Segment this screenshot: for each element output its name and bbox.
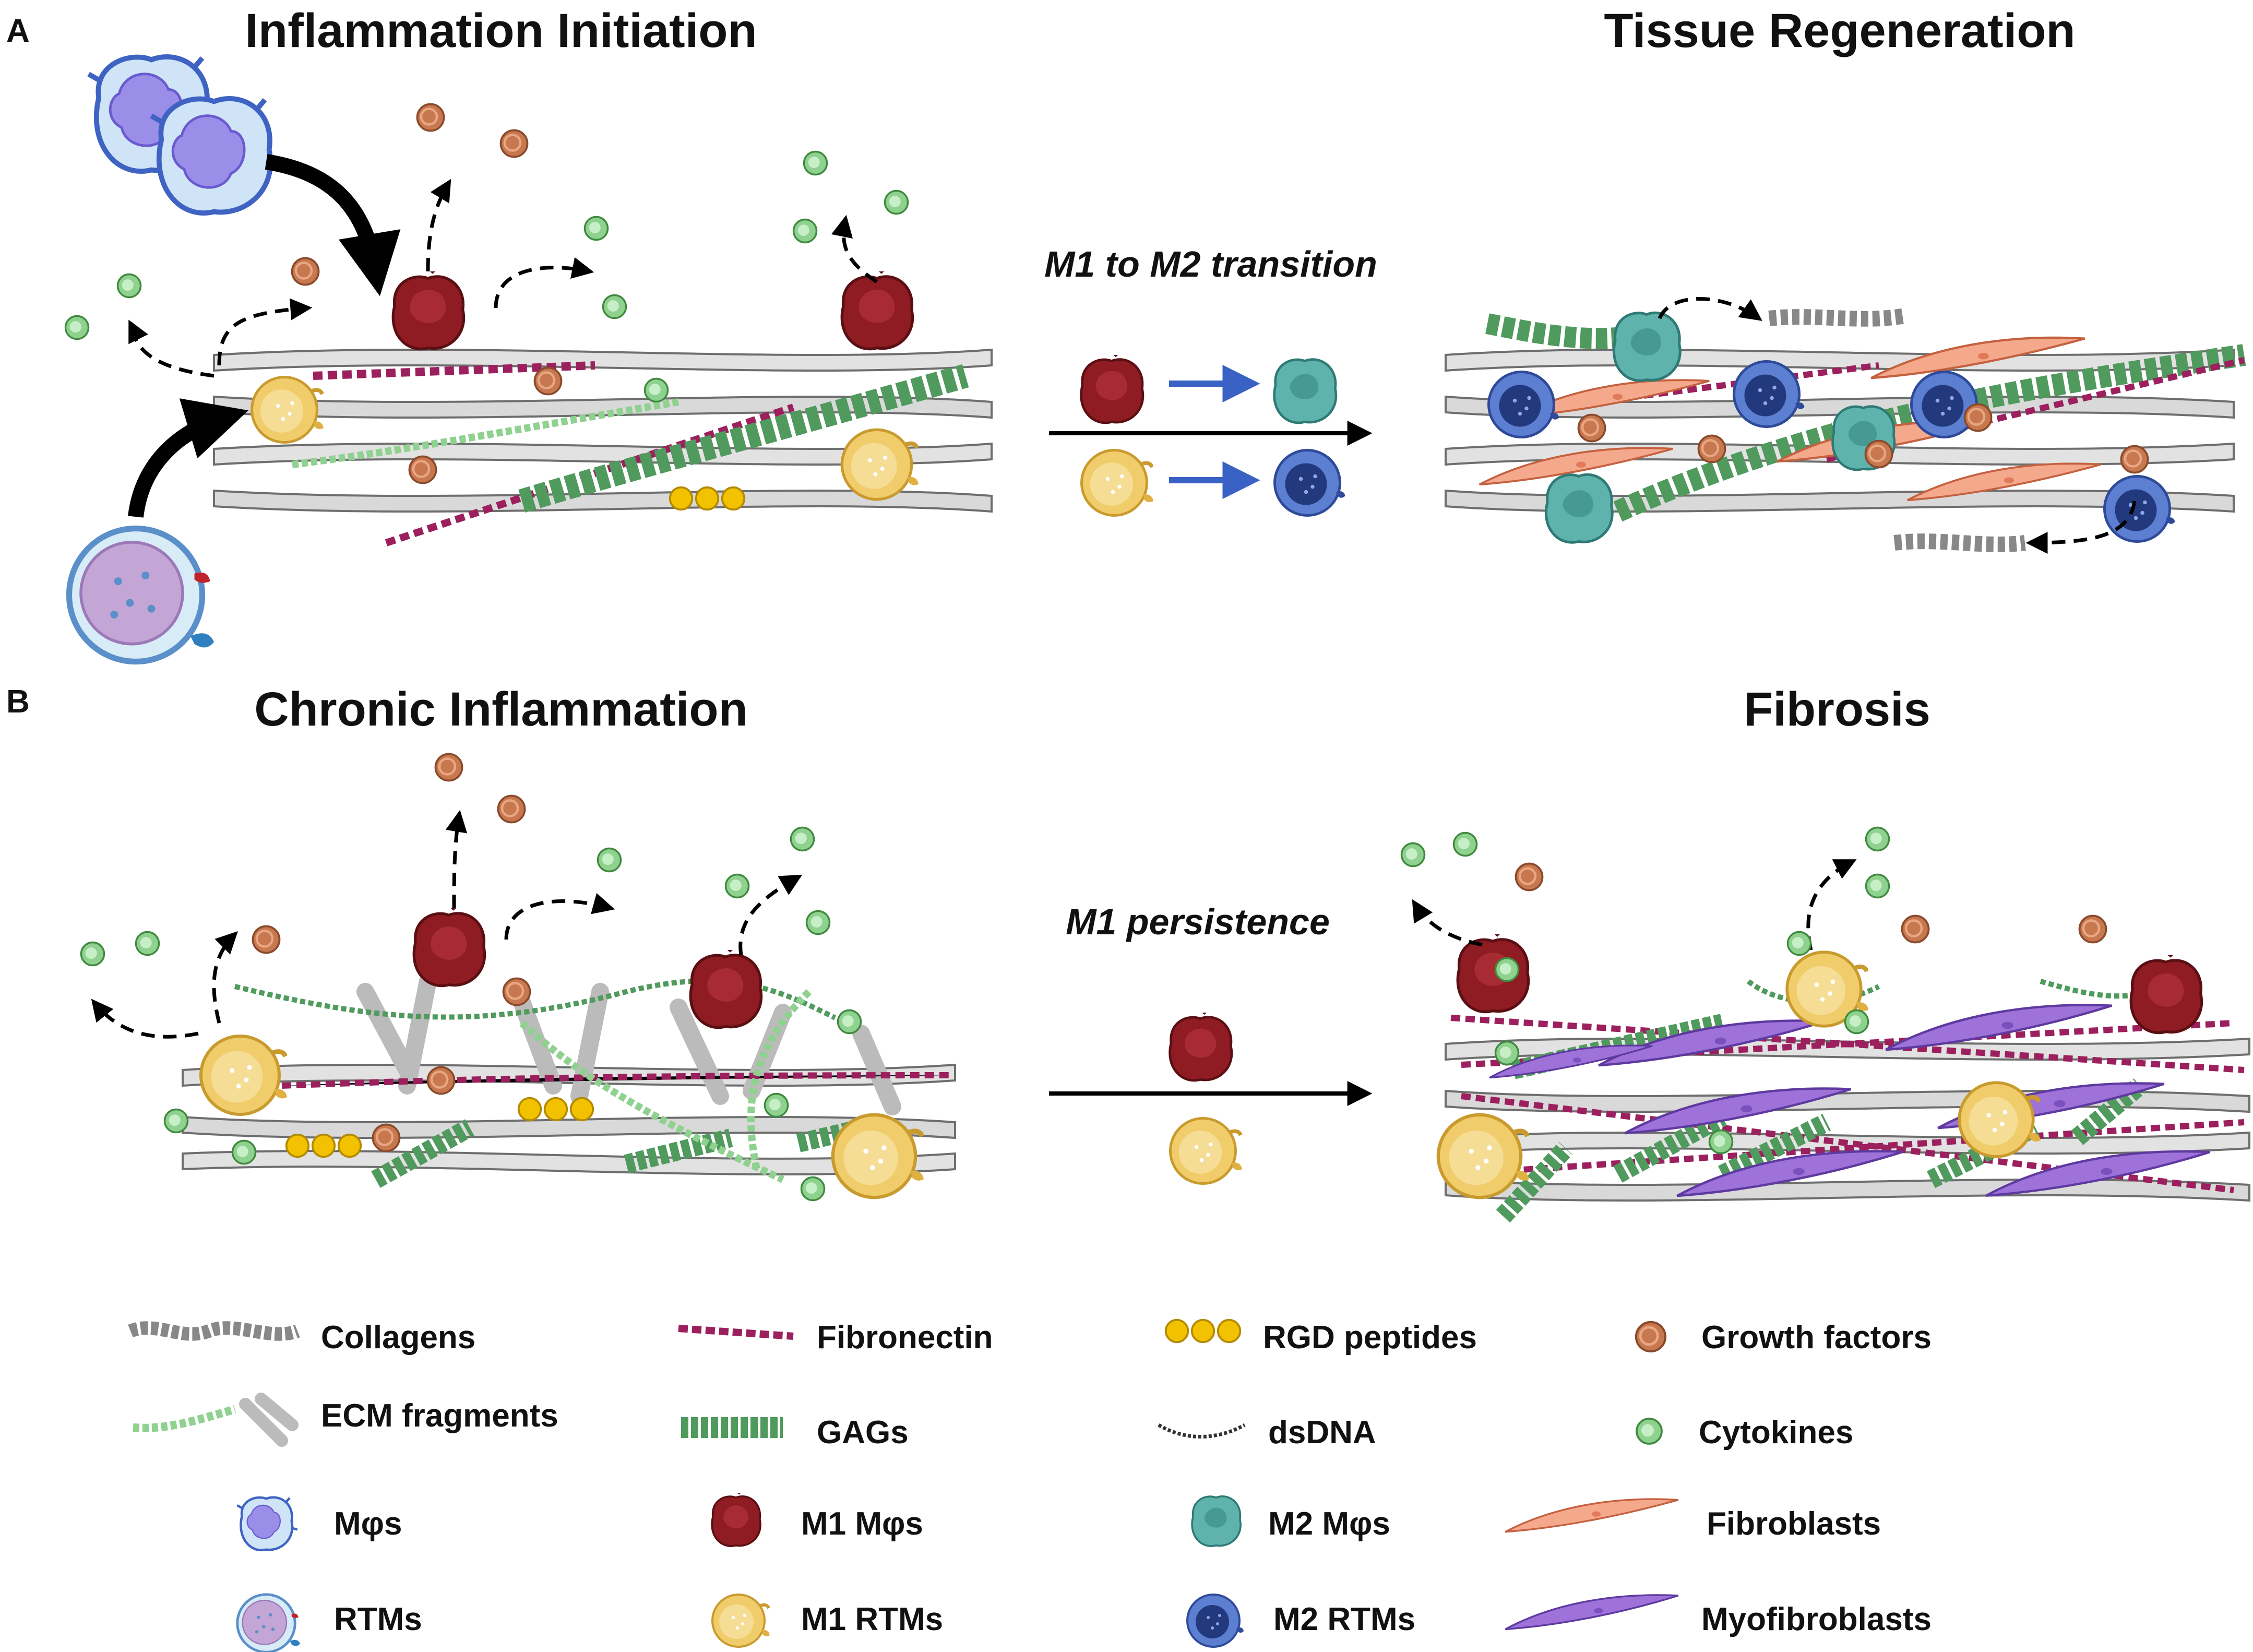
legend-item-m2-rtms: M2 RTMs [1186,1594,1415,1648]
legend-label: Collagens [321,1320,475,1356]
legend-label: M2 Mφs [1268,1506,1390,1542]
panel-b-right-title: Fibrosis [1744,683,1930,736]
legend-label: RGD peptides [1263,1320,1477,1356]
legend-label: Growth factors [1701,1320,1932,1356]
ecm-fragments-icon [133,1405,236,1432]
legend-label: M1 RTMs [801,1601,943,1637]
m2-rtm-cell [1275,450,1345,516]
m1-macrophage-cell [1170,1009,1232,1080]
m2-macrophage-cell [1274,360,1336,423]
dsdna-icon [1158,1423,1246,1439]
legend-item-macrophages: Mφs [237,1498,402,1550]
m2-rtm-cell [2105,477,2175,542]
cytokine-icon [1636,1418,1663,1445]
legend-label: Fibronectin [817,1320,993,1356]
legend-item-myofibroblasts: Myofibroblasts [1505,1595,1932,1637]
legend: Collagens Fibronectin RGD peptides Growt… [128,1318,1932,1652]
m1-rtm-cell [1171,1119,1243,1184]
myofibroblast-icon [1505,1595,1678,1629]
collagen-icon [128,1321,300,1341]
legend-item-dsdna: dsDNA [1158,1415,1376,1451]
legend-item-rgd-peptides: RGD peptides [1164,1318,1477,1356]
m2-rtm-cell [1734,362,1805,427]
secretion-arrows-a-left [128,179,878,378]
m2-macrophage-cell [1546,474,1612,542]
panel-letter-b: B [6,684,30,720]
m1-to-m2-transition-label: M1 to M2 transition [1044,244,1377,284]
m1-rtm-icon [712,1595,770,1647]
legend-item-collagens: Collagens [128,1320,475,1356]
panel-a-left-title: Inflammation Initiation [245,4,757,57]
legend-item-fibronectin: Fibronectin [678,1320,993,1356]
panel-b-left-title: Chronic Inflammation [254,683,748,736]
legend-label: Mφs [334,1506,402,1542]
rtm-icon [237,1595,300,1652]
legend-label: Myofibroblasts [1701,1601,1932,1637]
fibronectin-icon [678,1325,794,1340]
m1-macrophage-cell [1081,352,1143,423]
legend-item-m2-macrophages: M2 Mφs [1191,1495,1390,1547]
legend-label: Cytokines [1699,1415,1853,1451]
legend-label: ECM fragments [321,1398,558,1434]
m1-macrophage-cell [414,905,484,985]
legend-item-rtms: RTMs [237,1595,422,1652]
legend-item-cytokines: Cytokines [1636,1415,1853,1451]
m1-persistence-label: M1 persistence [1066,901,1330,942]
m1-rtm-cell [201,1036,287,1114]
legend-label: M2 RTMs [1273,1601,1415,1637]
legend-item-growth-factors: Growth factors [1636,1320,1932,1356]
m1-rtm-cell [842,430,919,499]
m2-rtm-cell [1489,372,1559,437]
legend-label: GAGs [817,1415,909,1451]
recruitment-arrow [265,154,401,296]
differentiation-arrow [128,398,248,518]
legend-item-ecm-fragments: ECM fragments [133,1393,558,1447]
m1-rtm-cell [1082,450,1154,516]
legend-label: Fibroblasts [1707,1506,1881,1542]
macrophage-cell [151,99,282,213]
panel-letter-a: A [6,13,30,49]
m2-macrophage-icon [1191,1495,1242,1547]
m2-rtm-icon [1186,1594,1245,1648]
macrophage-icon [237,1498,298,1550]
m1-macrophage-icon [712,1490,760,1546]
panel-a-right-title: Tissue Regeneration [1604,4,2075,57]
m1-rtm-cell [252,377,324,443]
legend-label: dsDNA [1268,1415,1376,1451]
legend-item-m1-macrophages: M1 Mφs [712,1490,923,1546]
m1-macrophage-cell [690,946,761,1027]
fibroblast-icon [1505,1499,1678,1532]
legend-item-m1-rtms: M1 RTMs [712,1595,943,1647]
growth-factor-icon [1636,1322,1665,1351]
legend-label: M1 Mφs [801,1506,923,1542]
remodeling-arrows-a-right [1658,297,2137,554]
rgd-peptides-icon [1164,1318,1242,1344]
m2-macrophage-cell [1614,313,1680,381]
m1-macrophage-cell [393,268,463,349]
secretion-arrows-b-left [91,810,803,1039]
secretion-arrows-b-right [1412,859,1857,950]
rtm-cell [69,529,214,662]
legend-item-gags: GAGs [681,1415,909,1451]
legend-label: RTMs [334,1601,422,1637]
m1-macrophage-cell [2131,952,2201,1032]
legend-item-fibroblasts: Fibroblasts [1505,1499,1881,1542]
